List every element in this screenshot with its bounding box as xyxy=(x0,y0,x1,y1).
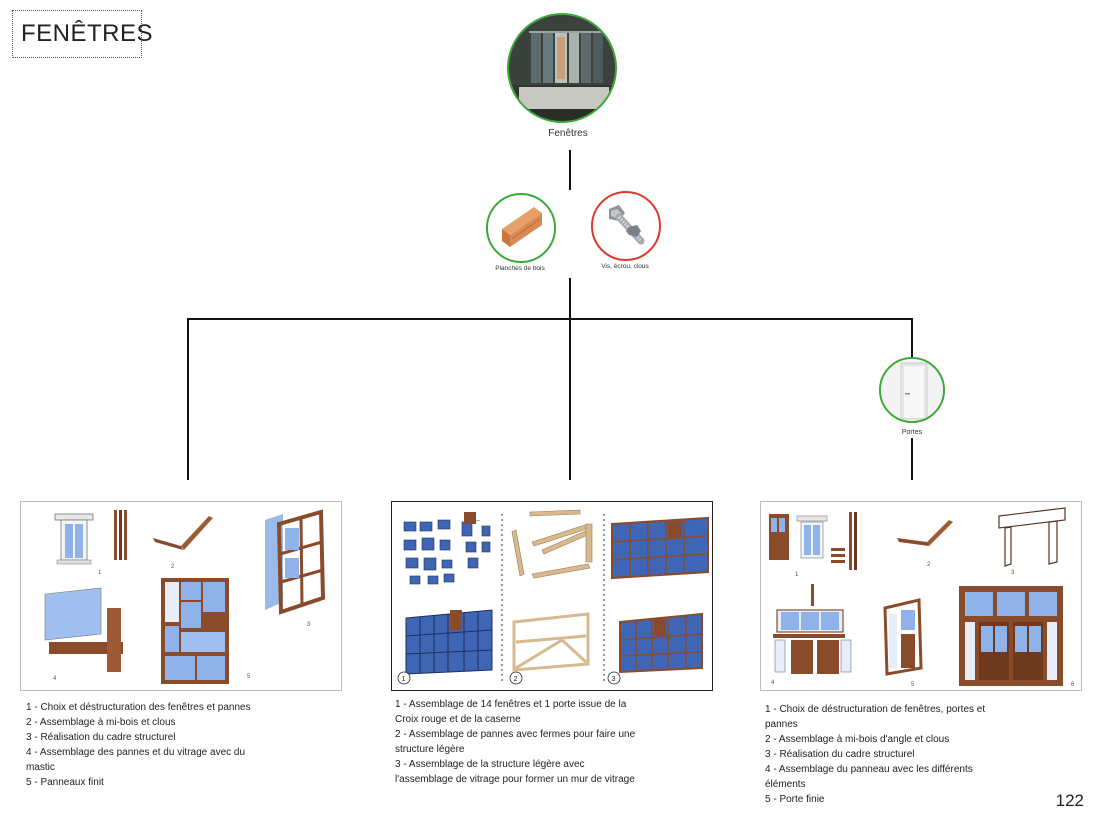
legend-item: 2 - Assemblage à mi-bois d'angle et clou… xyxy=(765,734,950,745)
step-number-1: 1 xyxy=(98,570,102,576)
panel-1-legend: 1 - Choix et déstructuration des fenêtre… xyxy=(26,700,276,790)
legend-item: 2 - Assemblage de pannes avec fermes pou… xyxy=(395,729,636,755)
door-icon xyxy=(881,359,943,421)
step-number-4: 4 xyxy=(53,676,57,682)
page-title: FENÊTRES xyxy=(12,10,153,58)
doors-node xyxy=(879,357,945,423)
process-panel-1: 1 2 3 4 5 xyxy=(20,501,342,691)
step-number-4: 4 xyxy=(771,680,775,686)
process-panel-3: 1 2 3 4 5 6 xyxy=(760,501,1082,691)
material-hardware-node xyxy=(591,191,661,261)
step-number-2: 2 xyxy=(514,676,518,683)
connector-left xyxy=(187,318,189,480)
step-number-2: 2 xyxy=(171,564,175,570)
panel-2-legend: 1 - Assemblage de 14 fenêtres et 1 porte… xyxy=(395,697,640,787)
step-number-3: 3 xyxy=(1011,570,1015,576)
step-number-1: 1 xyxy=(795,572,799,578)
svg-text:—: — xyxy=(474,518,480,524)
step-number-5: 5 xyxy=(247,674,251,680)
panel-2-illustration: — xyxy=(397,509,709,685)
bolt-nut-icon xyxy=(609,205,645,245)
legend-item: 5 - Panneaux finit xyxy=(26,777,104,788)
material-wood-label: Planches de bois xyxy=(495,265,545,272)
top-node-label: Fenêtres xyxy=(548,128,588,139)
legend-item: 1 - Assemblage de 14 fenêtres et 1 porte… xyxy=(395,699,627,725)
step-number-2: 2 xyxy=(927,562,931,568)
material-hardware-label: Vis, écrou, clous xyxy=(601,263,649,270)
panel-1-illustration: 1 2 3 4 5 xyxy=(44,509,326,684)
doors-node-label: Portes xyxy=(901,429,923,436)
legend-item: 3 - Réalisation du cadre structurel xyxy=(26,732,176,743)
legend-item: 4 - Assemblage des pannes et du vitrage … xyxy=(26,747,246,773)
legend-item: 1 - Choix et déstructuration des fenêtre… xyxy=(26,702,251,713)
legend-item: 4 - Assemblage du panneau avec les diffé… xyxy=(765,764,973,790)
connector-right-upper xyxy=(911,318,913,358)
step-number-5: 5 xyxy=(911,682,915,688)
windows-photo-node xyxy=(507,13,617,123)
connector-top xyxy=(569,150,571,190)
step-markers: 1 2 3 xyxy=(397,671,621,685)
legend-item: 2 - Assemblage à mi-bois et clous xyxy=(26,717,176,728)
step-number-3: 3 xyxy=(307,622,311,628)
panel-3-legend: 1 - Choix de déstructuration de fenêtres… xyxy=(765,702,1010,807)
step-number-1: 1 xyxy=(402,676,406,683)
legend-item: 5 - Porte finie xyxy=(765,794,825,805)
material-wood-node xyxy=(486,193,556,263)
legend-item: 3 - Réalisation du cadre structurel xyxy=(765,749,915,760)
step-number-3: 3 xyxy=(612,676,616,683)
legend-item: 1 - Choix de déstructuration de fenêtres… xyxy=(765,704,986,730)
facade-windows-icon xyxy=(509,15,615,121)
wood-plank-icon xyxy=(502,207,542,247)
panel-3-illustration: 1 2 3 4 5 6 xyxy=(769,507,1075,688)
page-number: 122 xyxy=(1055,791,1084,810)
connector-horizontal xyxy=(187,318,913,320)
step-number-6: 6 xyxy=(1071,682,1075,688)
connector-right-lower xyxy=(911,438,913,480)
legend-item: 3 - Assemblage de la structure légère av… xyxy=(395,759,635,785)
process-panel-2: — xyxy=(391,501,713,691)
connector-mid xyxy=(569,278,571,480)
